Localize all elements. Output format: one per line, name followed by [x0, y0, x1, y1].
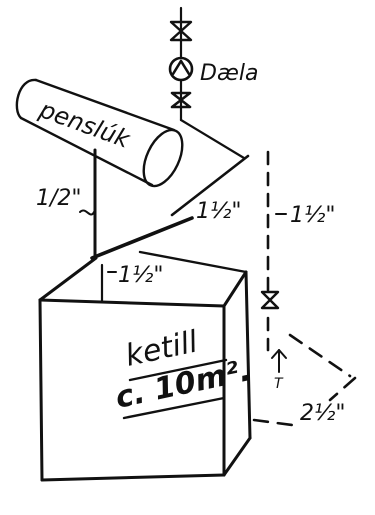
valve-mark-label: T	[274, 376, 284, 392]
pump-label: Dæla	[200, 61, 258, 86]
size-mid-upper-label: 1½"	[196, 199, 241, 224]
boiler-return-dashed	[252, 333, 357, 427]
underline-mark	[122, 396, 226, 420]
gate-valve-icon	[260, 290, 280, 310]
valve-mark-icon	[271, 349, 287, 373]
size-right-upper-label: 1½"	[290, 203, 335, 228]
underline-mark	[128, 358, 228, 382]
size-bottom-right-label: 2½"	[300, 401, 345, 426]
leader-mark	[79, 209, 95, 216]
boiler-box	[38, 250, 252, 482]
pump-icon	[168, 56, 194, 82]
check-valve-icon	[170, 91, 192, 109]
diagonal-pipes	[90, 154, 250, 260]
size-mid-lower-label: 1½"	[118, 263, 163, 288]
gate-valve-icon	[169, 20, 193, 42]
header-pipe	[15, 78, 184, 188]
left-riser	[93, 148, 104, 304]
header-label: penslúk	[35, 95, 134, 154]
size-left-label: 1/2"	[36, 186, 82, 211]
